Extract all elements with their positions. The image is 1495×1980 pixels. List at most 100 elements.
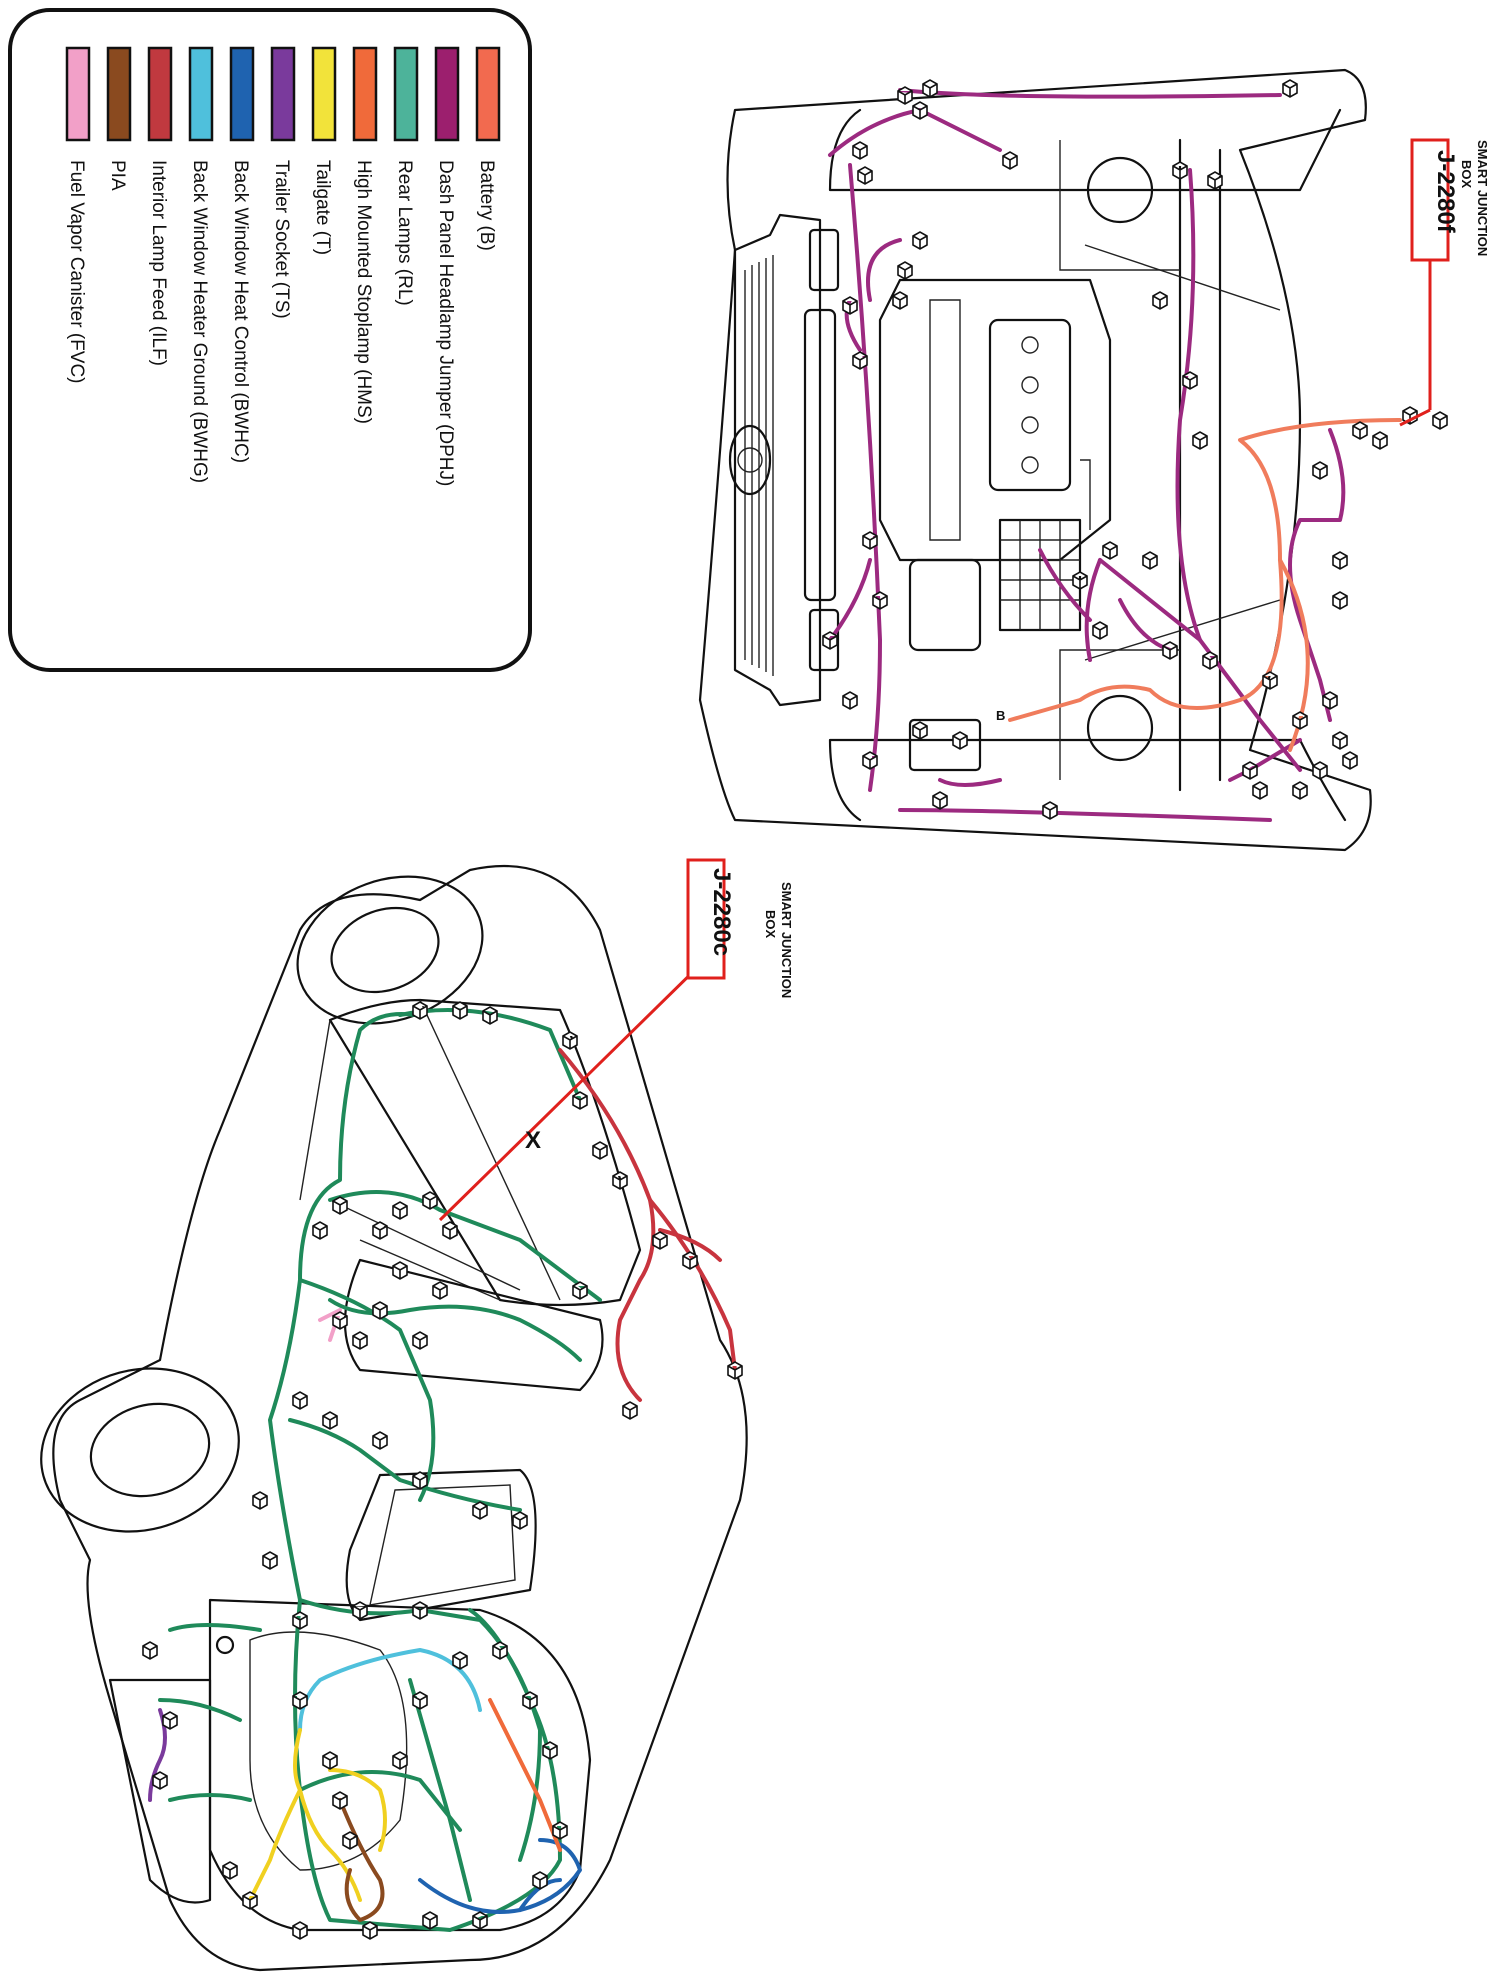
- rear-connector: [152, 1771, 168, 1790]
- front-connector: [897, 86, 913, 105]
- rear-connector: [332, 1196, 348, 1215]
- front-connector: [1292, 781, 1308, 800]
- rear-connector: [472, 1501, 488, 1520]
- rear-connector: [392, 1261, 408, 1280]
- front-connector: [852, 351, 868, 370]
- bwhc-harness: [418, 1838, 582, 1914]
- rear-connector: [572, 1281, 588, 1300]
- wheel-rear: [40, 1367, 240, 1533]
- front-connector: [1342, 751, 1358, 770]
- rear-connector: [422, 1191, 438, 1210]
- rear-connector: [572, 1091, 588, 1110]
- ilf-branch: [615, 1198, 656, 1402]
- rear-connector: [322, 1411, 338, 1430]
- rear-connector: [482, 1006, 498, 1025]
- rear-connector: [162, 1711, 178, 1730]
- battery-cable: [1008, 418, 1402, 722]
- front-connector: [822, 631, 838, 650]
- front-connector: [1332, 731, 1348, 750]
- fvc-harness: [318, 1308, 342, 1342]
- rear-connector: [452, 1001, 468, 1020]
- tow-hole: [215, 1635, 235, 1655]
- rear-connector: [412, 1601, 428, 1620]
- rear-connector: [292, 1921, 308, 1940]
- legend-swatch-3: [352, 46, 378, 142]
- ts-harness: [148, 1708, 167, 1802]
- front-connector: [1172, 161, 1188, 180]
- legend-swatch-0: [475, 46, 501, 142]
- front-connector: [952, 731, 968, 750]
- front-connector: [842, 296, 858, 315]
- front-connector: [932, 791, 948, 810]
- legend-items: Battery (B) Dash Panel Headlamp Jumper (D…: [65, 46, 501, 486]
- rear-connector: [412, 1691, 428, 1710]
- front-connector: [1262, 671, 1278, 690]
- battery: [908, 558, 982, 652]
- legend-label-0: Battery (B): [476, 160, 497, 251]
- rear-connector: [412, 1471, 428, 1490]
- rear-connector: [372, 1301, 388, 1320]
- front-connector: [1322, 691, 1338, 710]
- front-connector: [1332, 551, 1348, 570]
- roof-outline: [328, 998, 642, 1307]
- headlamp-upper: [808, 228, 840, 292]
- wheel-rear-inner: [89, 1402, 211, 1498]
- dphj-bottom-run: [1098, 558, 1302, 772]
- lower-module: [908, 718, 982, 772]
- legend-label-5: Trailer Socket (TS): [271, 160, 292, 319]
- rear-connector: [492, 1641, 508, 1660]
- front-connector: [1352, 421, 1368, 440]
- front-connector: [912, 721, 928, 740]
- front-connector: [1242, 761, 1258, 780]
- inner-panel-lines: [1059, 140, 1180, 780]
- ilf-stub: [658, 1228, 722, 1262]
- valve-cover: [988, 318, 1072, 492]
- engine-details: [929, 299, 1091, 541]
- rear-connector: [727, 1361, 743, 1380]
- front-connector: [1092, 621, 1108, 640]
- hms-harness: [488, 1698, 562, 1852]
- dphj-right-trunk: [1175, 168, 1202, 642]
- legend-label-3: High Mounted Stoplamp (HMS): [353, 160, 374, 424]
- wheel-front: [296, 875, 484, 1025]
- green-cross-run: [328, 1190, 602, 1302]
- front-connector: [1207, 171, 1223, 190]
- rear-connector: [372, 1221, 388, 1240]
- front-connectors: [822, 79, 1448, 820]
- fender-top: [828, 108, 1342, 192]
- front-connector: [862, 531, 878, 550]
- legend-label-7: Back Window Heater Ground (BWHG): [189, 160, 210, 483]
- callout-front-id: J-2280f: [1432, 150, 1459, 234]
- bwhc-main: [418, 1838, 582, 1914]
- rear-connector: [292, 1391, 308, 1410]
- rear-connector: [332, 1791, 348, 1810]
- rear-window: [344, 1258, 604, 1392]
- strut-tower-bottom: [1086, 694, 1154, 762]
- rear-connector: [252, 1491, 268, 1510]
- rear-connector: [412, 1331, 428, 1350]
- green-lower-branch: [298, 1770, 462, 1832]
- rear-connector: [332, 1311, 348, 1330]
- rear-connector: [352, 1601, 368, 1620]
- dphj-harness: [828, 88, 1346, 822]
- legend-box: [8, 8, 532, 672]
- grille-emblem: [728, 424, 772, 496]
- legend-swatch-8: [147, 46, 173, 142]
- front-connector: [857, 166, 873, 185]
- dphj-left-trunk: [848, 163, 882, 792]
- headlamp-left: [803, 308, 837, 602]
- grille-slats: [744, 255, 774, 676]
- legend-swatch-2: [393, 46, 419, 142]
- green-rear-branches: [158, 1623, 262, 1802]
- tailgate-glass: [249, 1631, 408, 1871]
- engine-block: [878, 278, 1112, 562]
- rear-view: J-2280c SMART JUNCTION BOX X: [40, 858, 794, 1972]
- fuse-grid: [1000, 520, 1080, 630]
- green-window-branch: [298, 1278, 436, 1502]
- legend-label-1: Dash Panel Headlamp Jumper (DPHJ): [435, 160, 456, 486]
- legend-label-8: Interior Lamp Feed (ILF): [148, 160, 169, 366]
- battery-terminal-label: B: [996, 708, 1005, 723]
- green-main-loop: [268, 1012, 562, 1932]
- rear-connector: [622, 1401, 638, 1420]
